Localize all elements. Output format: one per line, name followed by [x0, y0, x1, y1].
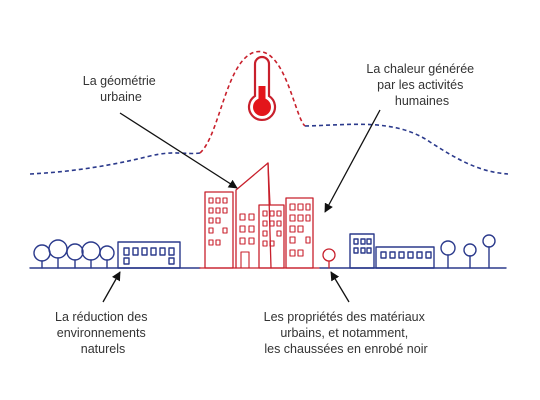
building-icon [117, 241, 181, 269]
rural-temperature-curve [29, 152, 201, 175]
urban-temperature-curve [199, 51, 306, 154]
label-urban-geometry: La géométrie urbaine [83, 74, 159, 104]
tree-icon [440, 234, 496, 269]
thermometer-icon [247, 55, 277, 121]
label-material-properties: Les propriétés des matériaux urbains, et… [264, 310, 429, 356]
arrow-heat [324, 109, 381, 213]
rural-temperature-curve-right [304, 123, 509, 175]
tree-icon [33, 239, 115, 269]
building-icon [349, 233, 435, 269]
building-icon [204, 162, 336, 269]
arrow-materials [330, 271, 350, 303]
arrow-geometry [119, 112, 238, 189]
label-natural-reduction: La réduction des environnements naturels [55, 310, 151, 356]
label-human-heat: La chaleur générée par les activités hum… [366, 62, 477, 108]
arrow-nature [102, 271, 121, 303]
